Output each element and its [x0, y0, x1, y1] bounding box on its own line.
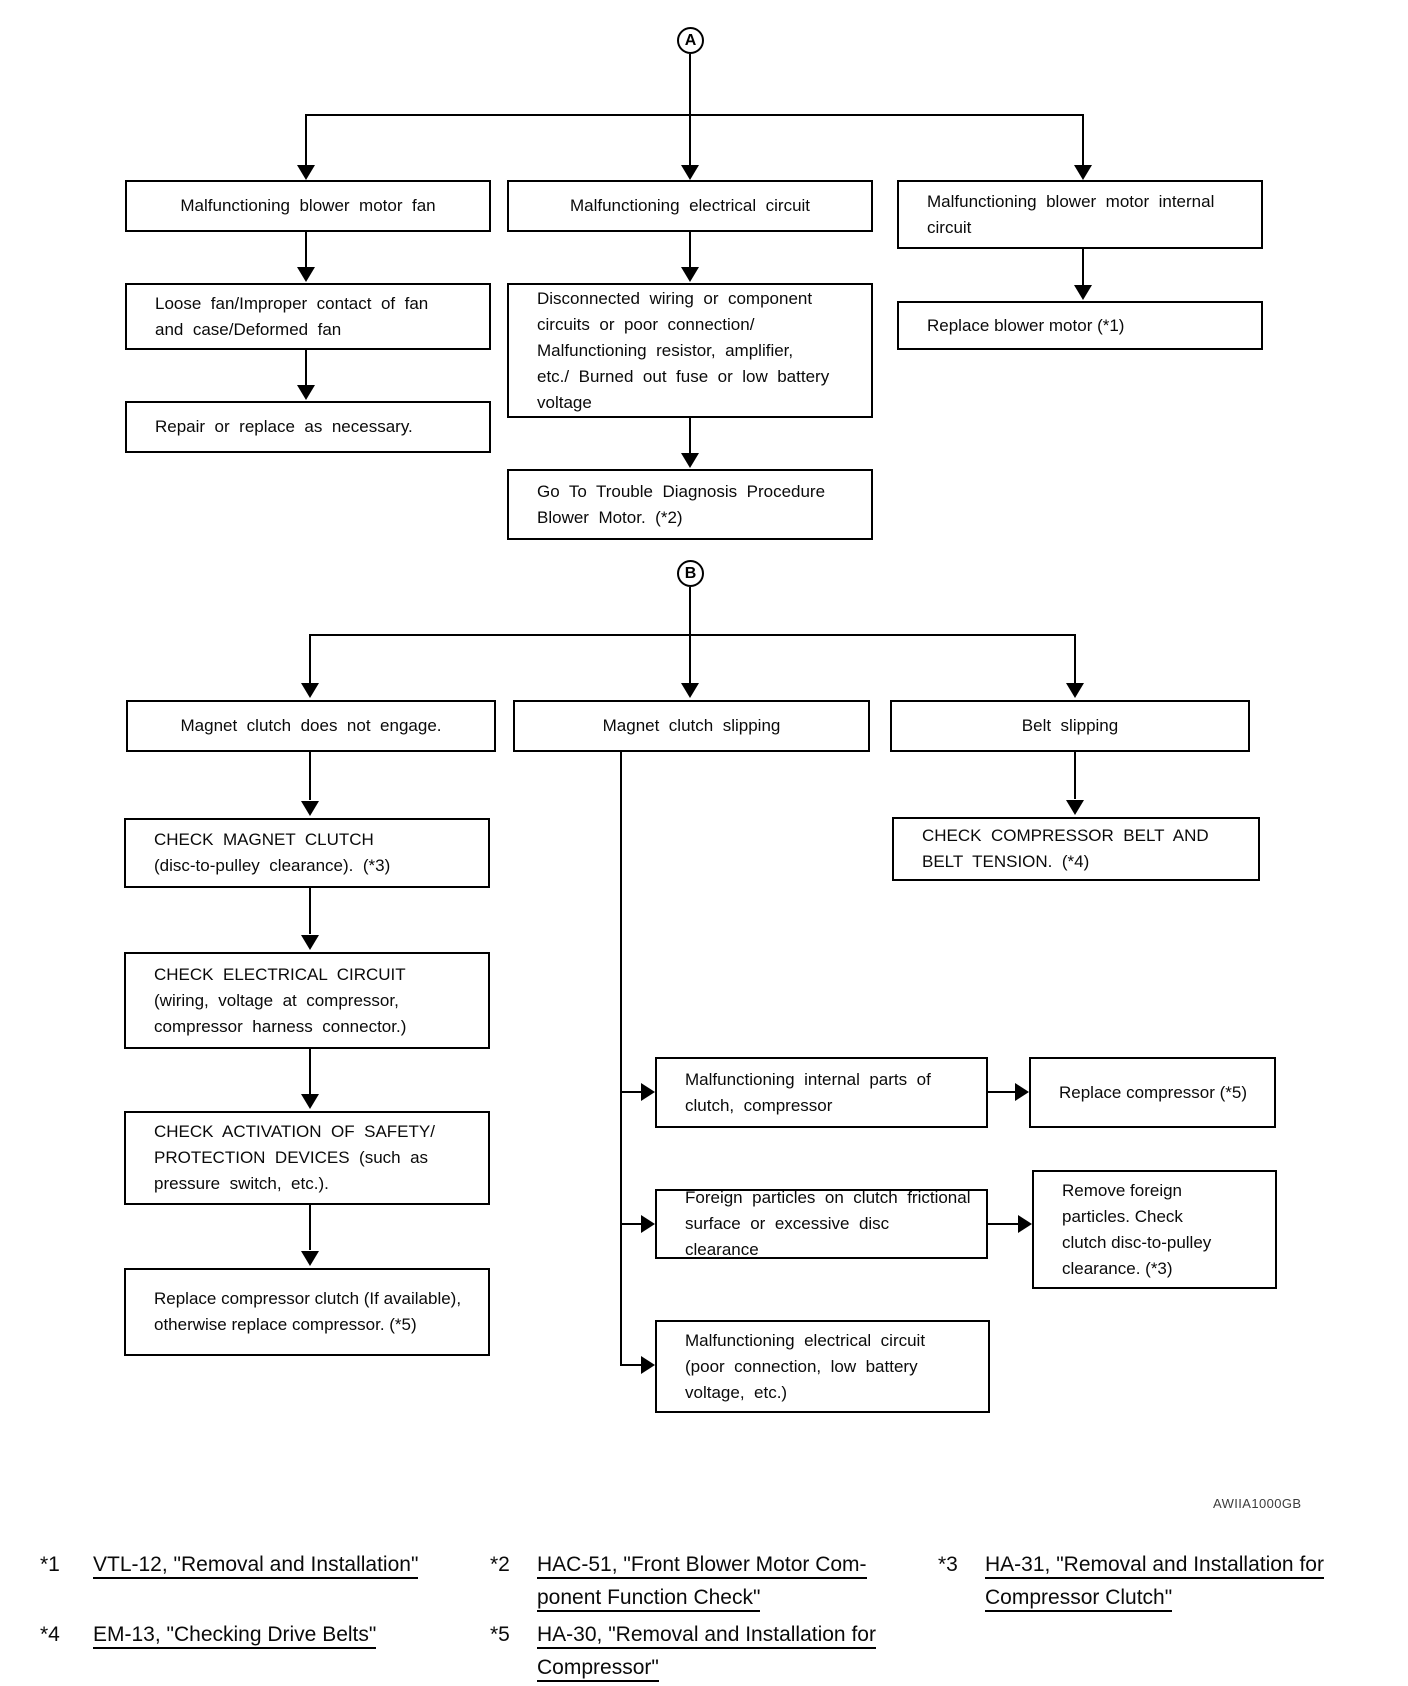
flow-line — [309, 1205, 311, 1250]
footnote-link-ha-31[interactable]: HA-31, "Removal and Installation for — [985, 1553, 1324, 1579]
footnote-link-em-13[interactable]: EM-13, "Checking Drive Belts" — [93, 1623, 377, 1649]
arrowhead-down — [1066, 800, 1084, 815]
arrowhead-down — [1074, 165, 1092, 180]
flow-box-repair-replace: Repair or replace as necessary. — [125, 401, 491, 453]
flow-box-disconnected-wiring: Disconnected wiring or component circuit… — [507, 283, 873, 418]
flow-box-check-electrical-circuit: CHECK ELECTRICAL CIRCUIT (wiring, voltag… — [124, 952, 490, 1049]
connector-a-badge: A — [677, 27, 704, 54]
flow-line — [988, 1223, 1019, 1225]
flow-box-loose-fan: Loose fan/Improper contact of fan and ca… — [125, 283, 491, 350]
flow-box-belt-slipping: Belt slipping — [890, 700, 1250, 752]
arrowhead-down — [681, 453, 699, 468]
arrowhead-down — [297, 385, 315, 400]
flow-line — [1082, 249, 1084, 286]
arrowhead-down — [301, 683, 319, 698]
flow-line — [689, 634, 691, 684]
arrowhead-down — [1066, 683, 1084, 698]
flow-line — [305, 114, 1084, 116]
flow-line — [309, 634, 311, 684]
flow-line — [689, 54, 691, 115]
flow-line — [309, 888, 311, 934]
flow-box-clutch-slipping: Magnet clutch slipping — [513, 700, 870, 752]
arrowhead-right — [641, 1356, 655, 1374]
flow-line — [689, 587, 691, 635]
flow-line — [689, 232, 691, 268]
arrowhead-down — [301, 1251, 319, 1266]
flow-line — [988, 1091, 1016, 1093]
flow-line — [309, 752, 311, 800]
arrowhead-down — [681, 267, 699, 282]
flow-line — [1074, 752, 1076, 799]
arrowhead-down — [301, 935, 319, 950]
flow-box-malfunctioning-electrical-circuit: Malfunctioning electrical circuit — [507, 180, 873, 232]
flow-line — [305, 114, 307, 166]
arrowhead-right — [641, 1215, 655, 1233]
arrowhead-down — [681, 165, 699, 180]
flow-box-internal-parts: Malfunctioning internal parts of clutch,… — [655, 1057, 988, 1128]
flow-box-replace-compressor: Replace compressor (*5) — [1029, 1057, 1276, 1128]
flow-line — [309, 1049, 311, 1094]
flow-line — [620, 752, 622, 1365]
flow-line — [305, 232, 307, 268]
arrowhead-down — [297, 267, 315, 282]
flow-box-clutch-not-engage: Magnet clutch does not engage. — [126, 700, 496, 752]
footnote-link-hac-51[interactable]: ponent Function Check" — [537, 1586, 761, 1612]
footnote-link-vtl-12[interactable]: VTL-12, "Removal and Installation" — [93, 1553, 419, 1579]
flow-line — [305, 350, 307, 385]
footnote-marker: *3 — [938, 1553, 958, 1576]
footnote-link-ha-30[interactable]: HA-30, "Removal and Installation for — [537, 1623, 876, 1649]
flow-line — [689, 114, 691, 166]
arrowhead-down — [297, 165, 315, 180]
footnote-link-hac-51[interactable]: HAC-51, "Front Blower Motor Com- — [537, 1553, 867, 1579]
flow-box-malfunctioning-blower-fan: Malfunctioning blower motor fan — [125, 180, 491, 232]
arrowhead-down — [681, 683, 699, 698]
arrowhead-down — [301, 1094, 319, 1109]
arrowhead-right — [641, 1083, 655, 1101]
arrowhead-right — [1015, 1083, 1029, 1101]
footnote-marker: *1 — [40, 1553, 60, 1576]
flow-line — [620, 1223, 642, 1225]
flow-box-check-compressor-belt: CHECK COMPRESSOR BELT AND BELT TENSION. … — [892, 817, 1260, 881]
flow-line — [1082, 114, 1084, 166]
footnote-link-ha-30[interactable]: Compressor" — [537, 1656, 659, 1682]
arrowhead-down — [301, 801, 319, 816]
flow-line — [1074, 634, 1076, 684]
figure-code: AWIIA1000GB — [1213, 1496, 1302, 1511]
flow-box-replace-blower-motor: Replace blower motor (*1) — [897, 301, 1263, 350]
flow-line — [309, 634, 1076, 636]
flow-line — [689, 418, 691, 454]
flow-box-check-safety-devices: CHECK ACTIVATION OF SAFETY/ PROTECTION D… — [124, 1111, 490, 1205]
arrowhead-right — [1018, 1215, 1032, 1233]
arrowhead-down — [1074, 285, 1092, 300]
flow-box-goto-trouble-diagnosis: Go To Trouble Diagnosis Procedure Blower… — [507, 469, 873, 540]
flow-line — [620, 1364, 642, 1366]
flow-box-electrical-circuit-poor-connection: Malfunctioning electrical circuit (poor … — [655, 1320, 990, 1413]
footnote-marker: *4 — [40, 1623, 60, 1646]
flow-box-foreign-particles: Foreign particles on clutch frictional s… — [655, 1188, 988, 1259]
flow-line — [620, 1091, 642, 1093]
footnote-marker: *5 — [490, 1623, 510, 1646]
footnote-link-ha-31[interactable]: Compressor Clutch" — [985, 1586, 1173, 1612]
footnote-marker: *2 — [490, 1553, 510, 1576]
flow-box-remove-foreign-particles: Remove foreign particles. Check clutch d… — [1032, 1170, 1277, 1289]
connector-b-badge: B — [677, 560, 704, 587]
flow-box-blower-internal-circuit: Malfunctioning blower motor internal cir… — [897, 180, 1263, 249]
flow-box-check-magnet-clutch: CHECK MAGNET CLUTCH (disc-to-pulley clea… — [124, 818, 490, 888]
flow-box-replace-compressor-clutch: Replace compressor clutch (If available)… — [124, 1268, 490, 1356]
